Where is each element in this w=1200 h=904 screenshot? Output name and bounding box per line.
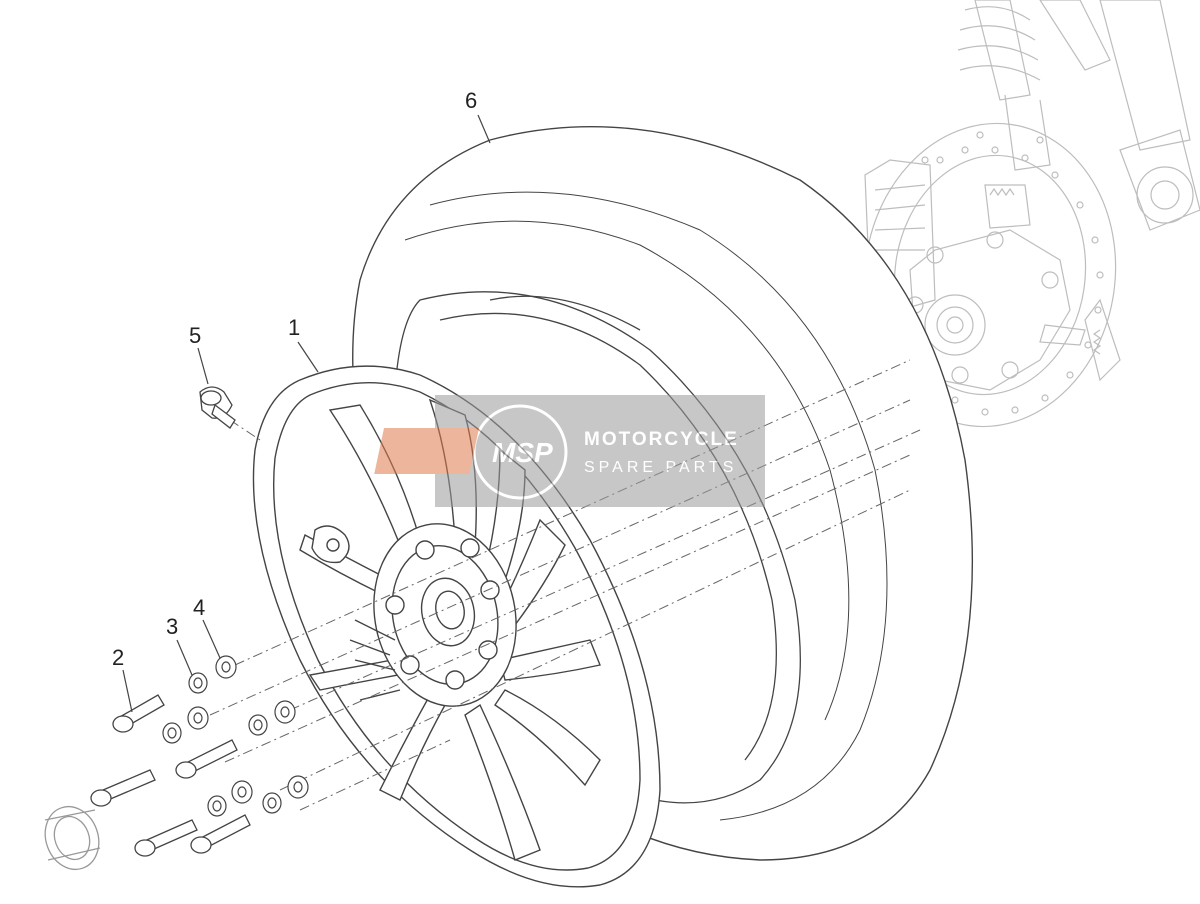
brake-disc-holes: [921, 131, 1104, 416]
callout-part-4: 4: [193, 595, 205, 620]
tyre-valve: [199, 386, 236, 429]
watermark-globe-icon: [472, 404, 568, 500]
callout-part-6: 6: [465, 88, 477, 113]
watermark-panel: [435, 395, 765, 507]
callout-part-3: 3: [166, 614, 178, 639]
wheel-bolts: [90, 694, 251, 857]
callout-part-5: 5: [189, 323, 201, 348]
watermark-subtitle: SPARE PARTS: [584, 459, 737, 476]
washers: [162, 655, 309, 817]
callout-part-2: 2: [112, 645, 124, 670]
assembly-axis-lines: [209, 359, 921, 811]
background-suspension-assembly: [863, 0, 1200, 428]
watermark-title: MOTORCYCLE: [584, 429, 739, 450]
callout-labels: 6 1 5 2 3 4: [112, 88, 477, 670]
callout-part-1: 1: [288, 315, 300, 340]
watermark-logo-badge: [374, 428, 480, 474]
hub-cap: [44, 805, 101, 871]
watermark-logo-text: MSP: [492, 437, 553, 468]
watermark: MSP MOTORCYCLE SPARE PARTS: [374, 395, 765, 507]
leader-lines: [122, 114, 491, 713]
